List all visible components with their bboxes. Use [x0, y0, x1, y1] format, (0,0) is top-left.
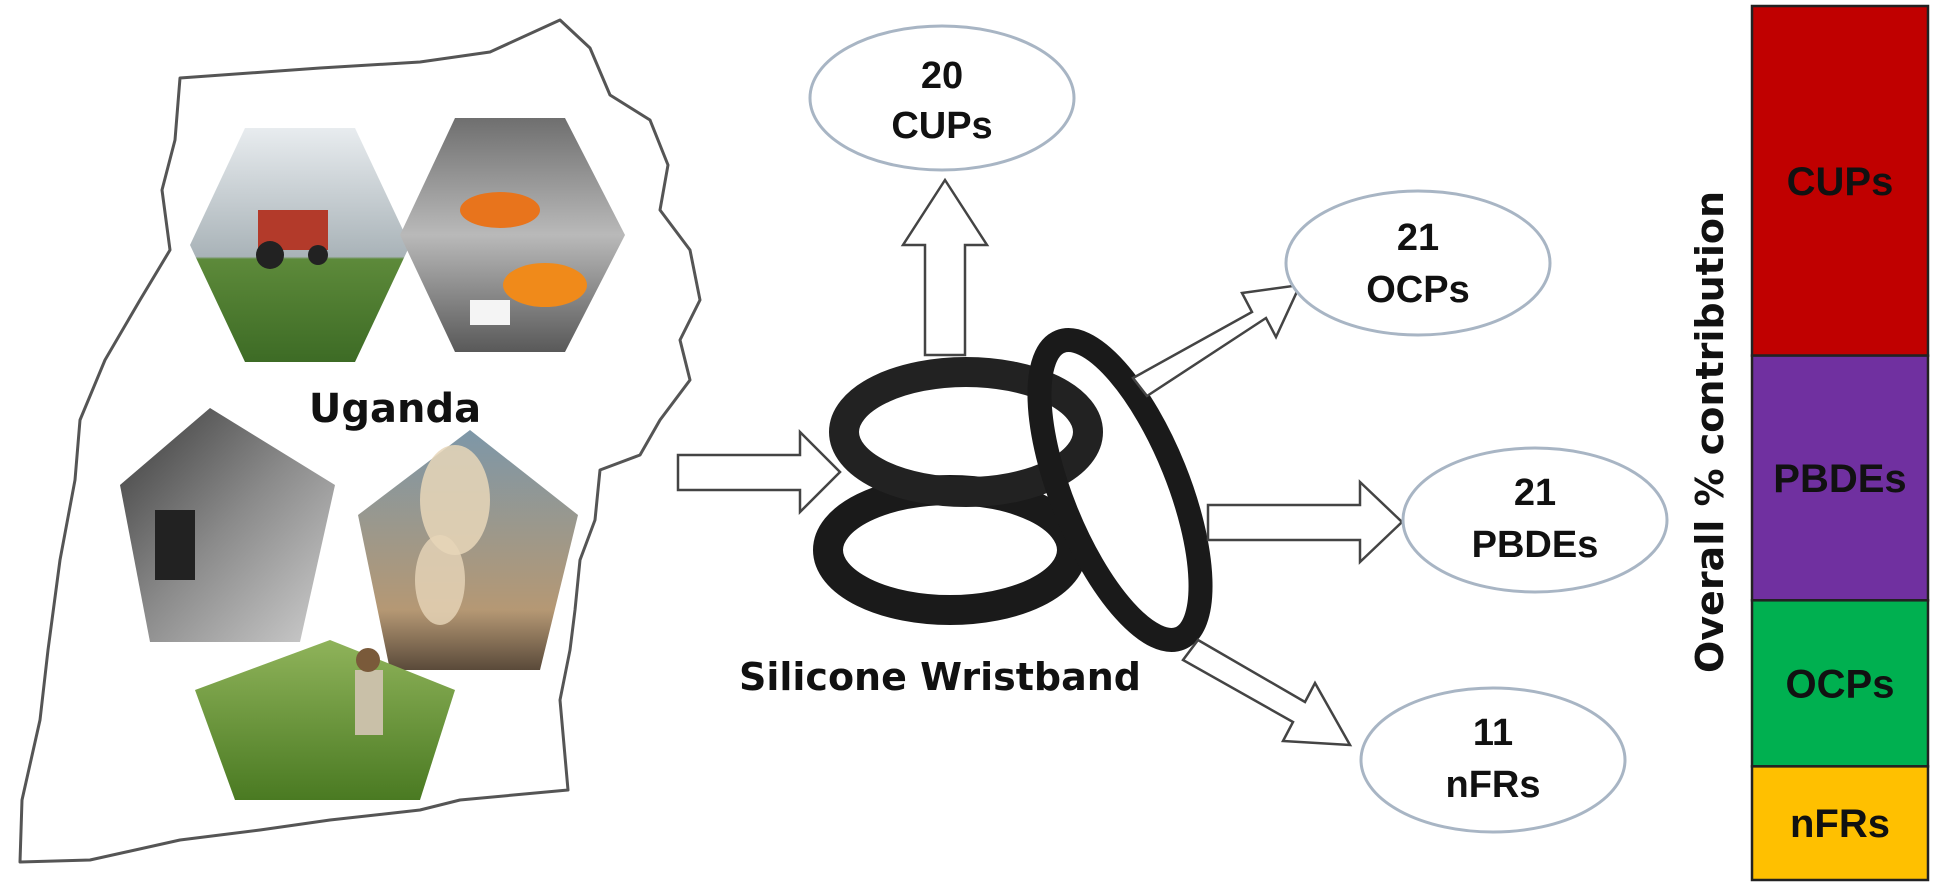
- output-oval-nfrs: 11 nFRs: [1359, 686, 1627, 834]
- output-name: PBDEs: [1472, 524, 1599, 566]
- industrial-smoke-icon: [358, 430, 578, 670]
- wristband-icon: [813, 328, 1213, 652]
- arrow-to-cups: [900, 177, 990, 357]
- stack-segment-pbdes: [1750, 354, 1930, 602]
- stack-segment-label: CUPs: [1787, 160, 1894, 204]
- waste-burning-icon: [400, 118, 625, 352]
- arrow-to-ocps: [1131, 283, 1303, 398]
- stack-segment-label: OCPs: [1786, 662, 1895, 706]
- output-count: 21: [1397, 217, 1439, 259]
- stack-segment-label: PBDEs: [1773, 457, 1906, 501]
- output-oval-ocps: 21 OCPs: [1284, 189, 1552, 337]
- stack-segment-nfrs: [1750, 765, 1930, 882]
- arrow-map-to-wristband: [676, 428, 842, 516]
- stack-segment-label: nFRs: [1790, 802, 1890, 846]
- output-count: 20: [921, 55, 963, 97]
- contribution-axis-label: Overall % contribution: [1688, 191, 1732, 673]
- stack-segment-ocps: [1750, 599, 1930, 768]
- output-oval-cups: 20 CUPs: [808, 24, 1076, 172]
- uganda-map-outline: [18, 18, 702, 864]
- vehicle-exhaust-icon: [120, 408, 335, 642]
- output-count: 21: [1514, 472, 1556, 514]
- output-name: OCPs: [1366, 269, 1469, 311]
- output-name: nFRs: [1446, 764, 1541, 806]
- stack-segment-cups: [1750, 4, 1930, 357]
- output-count: 11: [1473, 712, 1513, 754]
- arrow-to-pbdes: [1206, 479, 1404, 565]
- backpack-spraying-icon: [195, 640, 455, 800]
- tractor-spraying-icon: [190, 128, 410, 362]
- wristband-label: Silicone Wristband: [739, 655, 1141, 699]
- output-oval-pbdes: 21 PBDEs: [1401, 446, 1669, 594]
- map-label: Uganda: [309, 386, 481, 432]
- arrow-to-nfrs: [1181, 638, 1353, 747]
- output-name: CUPs: [891, 105, 992, 147]
